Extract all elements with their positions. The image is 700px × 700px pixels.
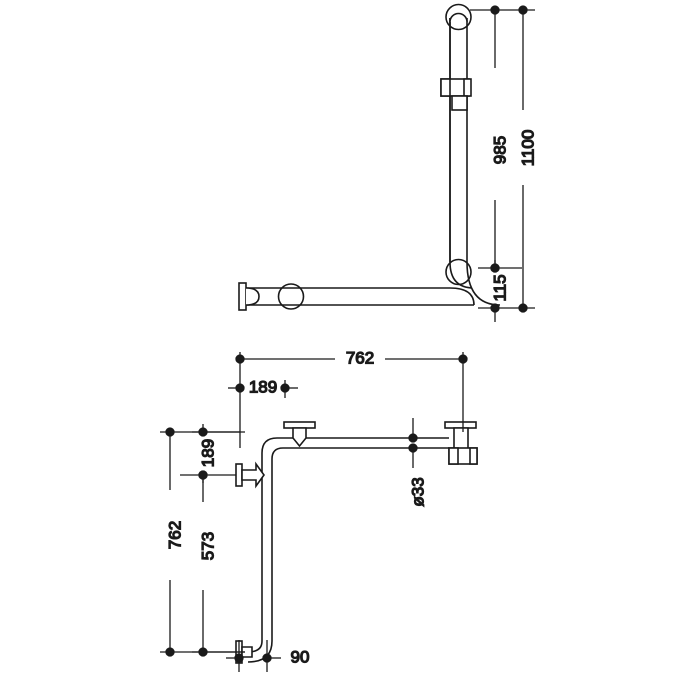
dimension-diameter-33-label: ø33 [408,477,427,506]
plan-end-bracket [444,421,478,465]
plan-vertical-rail [247,453,273,663]
elevation-dimensions: 985 1100 115 [470,5,538,322]
plan-wall-bracket-mid [235,461,265,489]
dimension-189-top-label: 189 [249,377,277,396]
plan-wall-bracket-top [283,421,316,448]
dimension-90: 90 [226,647,310,667]
corner-flange [445,258,472,286]
plan-horizontal-bar [261,437,449,460]
dimension-115-label: 115 [490,274,509,301]
dimension-115: 115 [490,260,510,322]
dimension-1100-label: 1100 [518,130,537,167]
dimension-573-label: 573 [198,532,217,560]
front-elevation-view [238,3,501,311]
dimension-985-label: 985 [490,136,509,164]
horizontal-bar [246,287,475,306]
slider-holder [440,78,472,111]
dimension-diameter-33: ø33 [408,418,428,507]
dimension-189-top: 189 [228,377,298,397]
dimension-762-top: 762 [235,348,468,368]
dimension-189-vert-label: 189 [198,439,217,467]
dimension-762-vert-label: 762 [165,521,184,549]
dimension-189-vert: 189 [198,424,218,483]
dimension-762-vert: 762 [165,427,185,657]
dimension-90-label: 90 [291,647,310,666]
plan-dimensions: 762 189 762 573 [160,348,468,672]
mid-flange [277,283,305,310]
side-plan-view [235,421,478,664]
dimension-762-top-label: 762 [346,348,374,367]
wall-flange-left [238,282,260,311]
dimension-573: 573 [198,470,218,657]
dimension-985: 985 [490,5,510,273]
dimension-1100: 1100 [518,5,538,313]
rail-top-cap [445,3,472,31]
